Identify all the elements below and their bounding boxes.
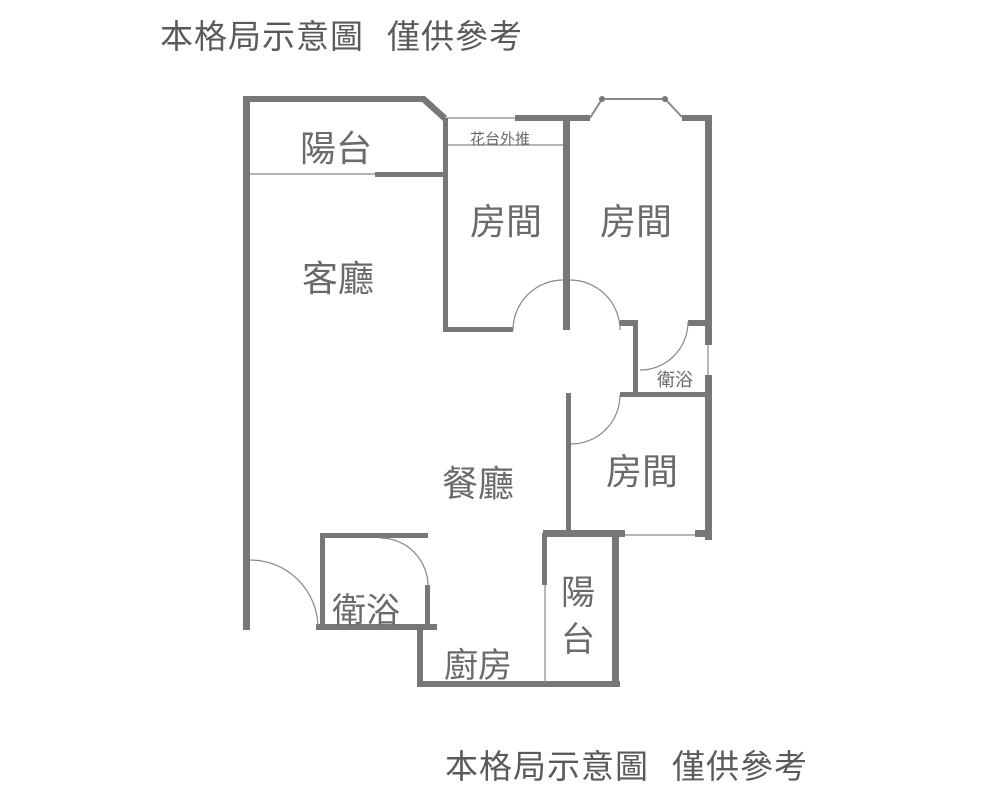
- label-bathroom-main: 衛浴: [332, 591, 400, 631]
- label-living-room: 客廳: [302, 259, 375, 300]
- label-dining-room: 餐廳: [442, 464, 515, 505]
- label-bedroom-3: 房間: [606, 452, 679, 493]
- disclaimer-caption-top: 本格局示意圖 僅供參考: [160, 17, 523, 56]
- label-kitchen: 廚房: [444, 646, 512, 686]
- label-bedroom-2: 房間: [600, 202, 673, 243]
- label-bedroom-1: 房間: [470, 202, 543, 243]
- disclaimer-caption-bottom: 本格局示意圖 僅供參考: [445, 747, 808, 786]
- walls: [243, 96, 712, 687]
- label-balcony-side-2: 台: [561, 620, 595, 660]
- label-planter-note: 花台外推: [470, 130, 531, 148]
- label-balcony-top: 陽台: [300, 129, 373, 170]
- label-balcony-side-1: 陽: [561, 573, 595, 613]
- label-bathroom-small: 衛浴: [657, 370, 693, 391]
